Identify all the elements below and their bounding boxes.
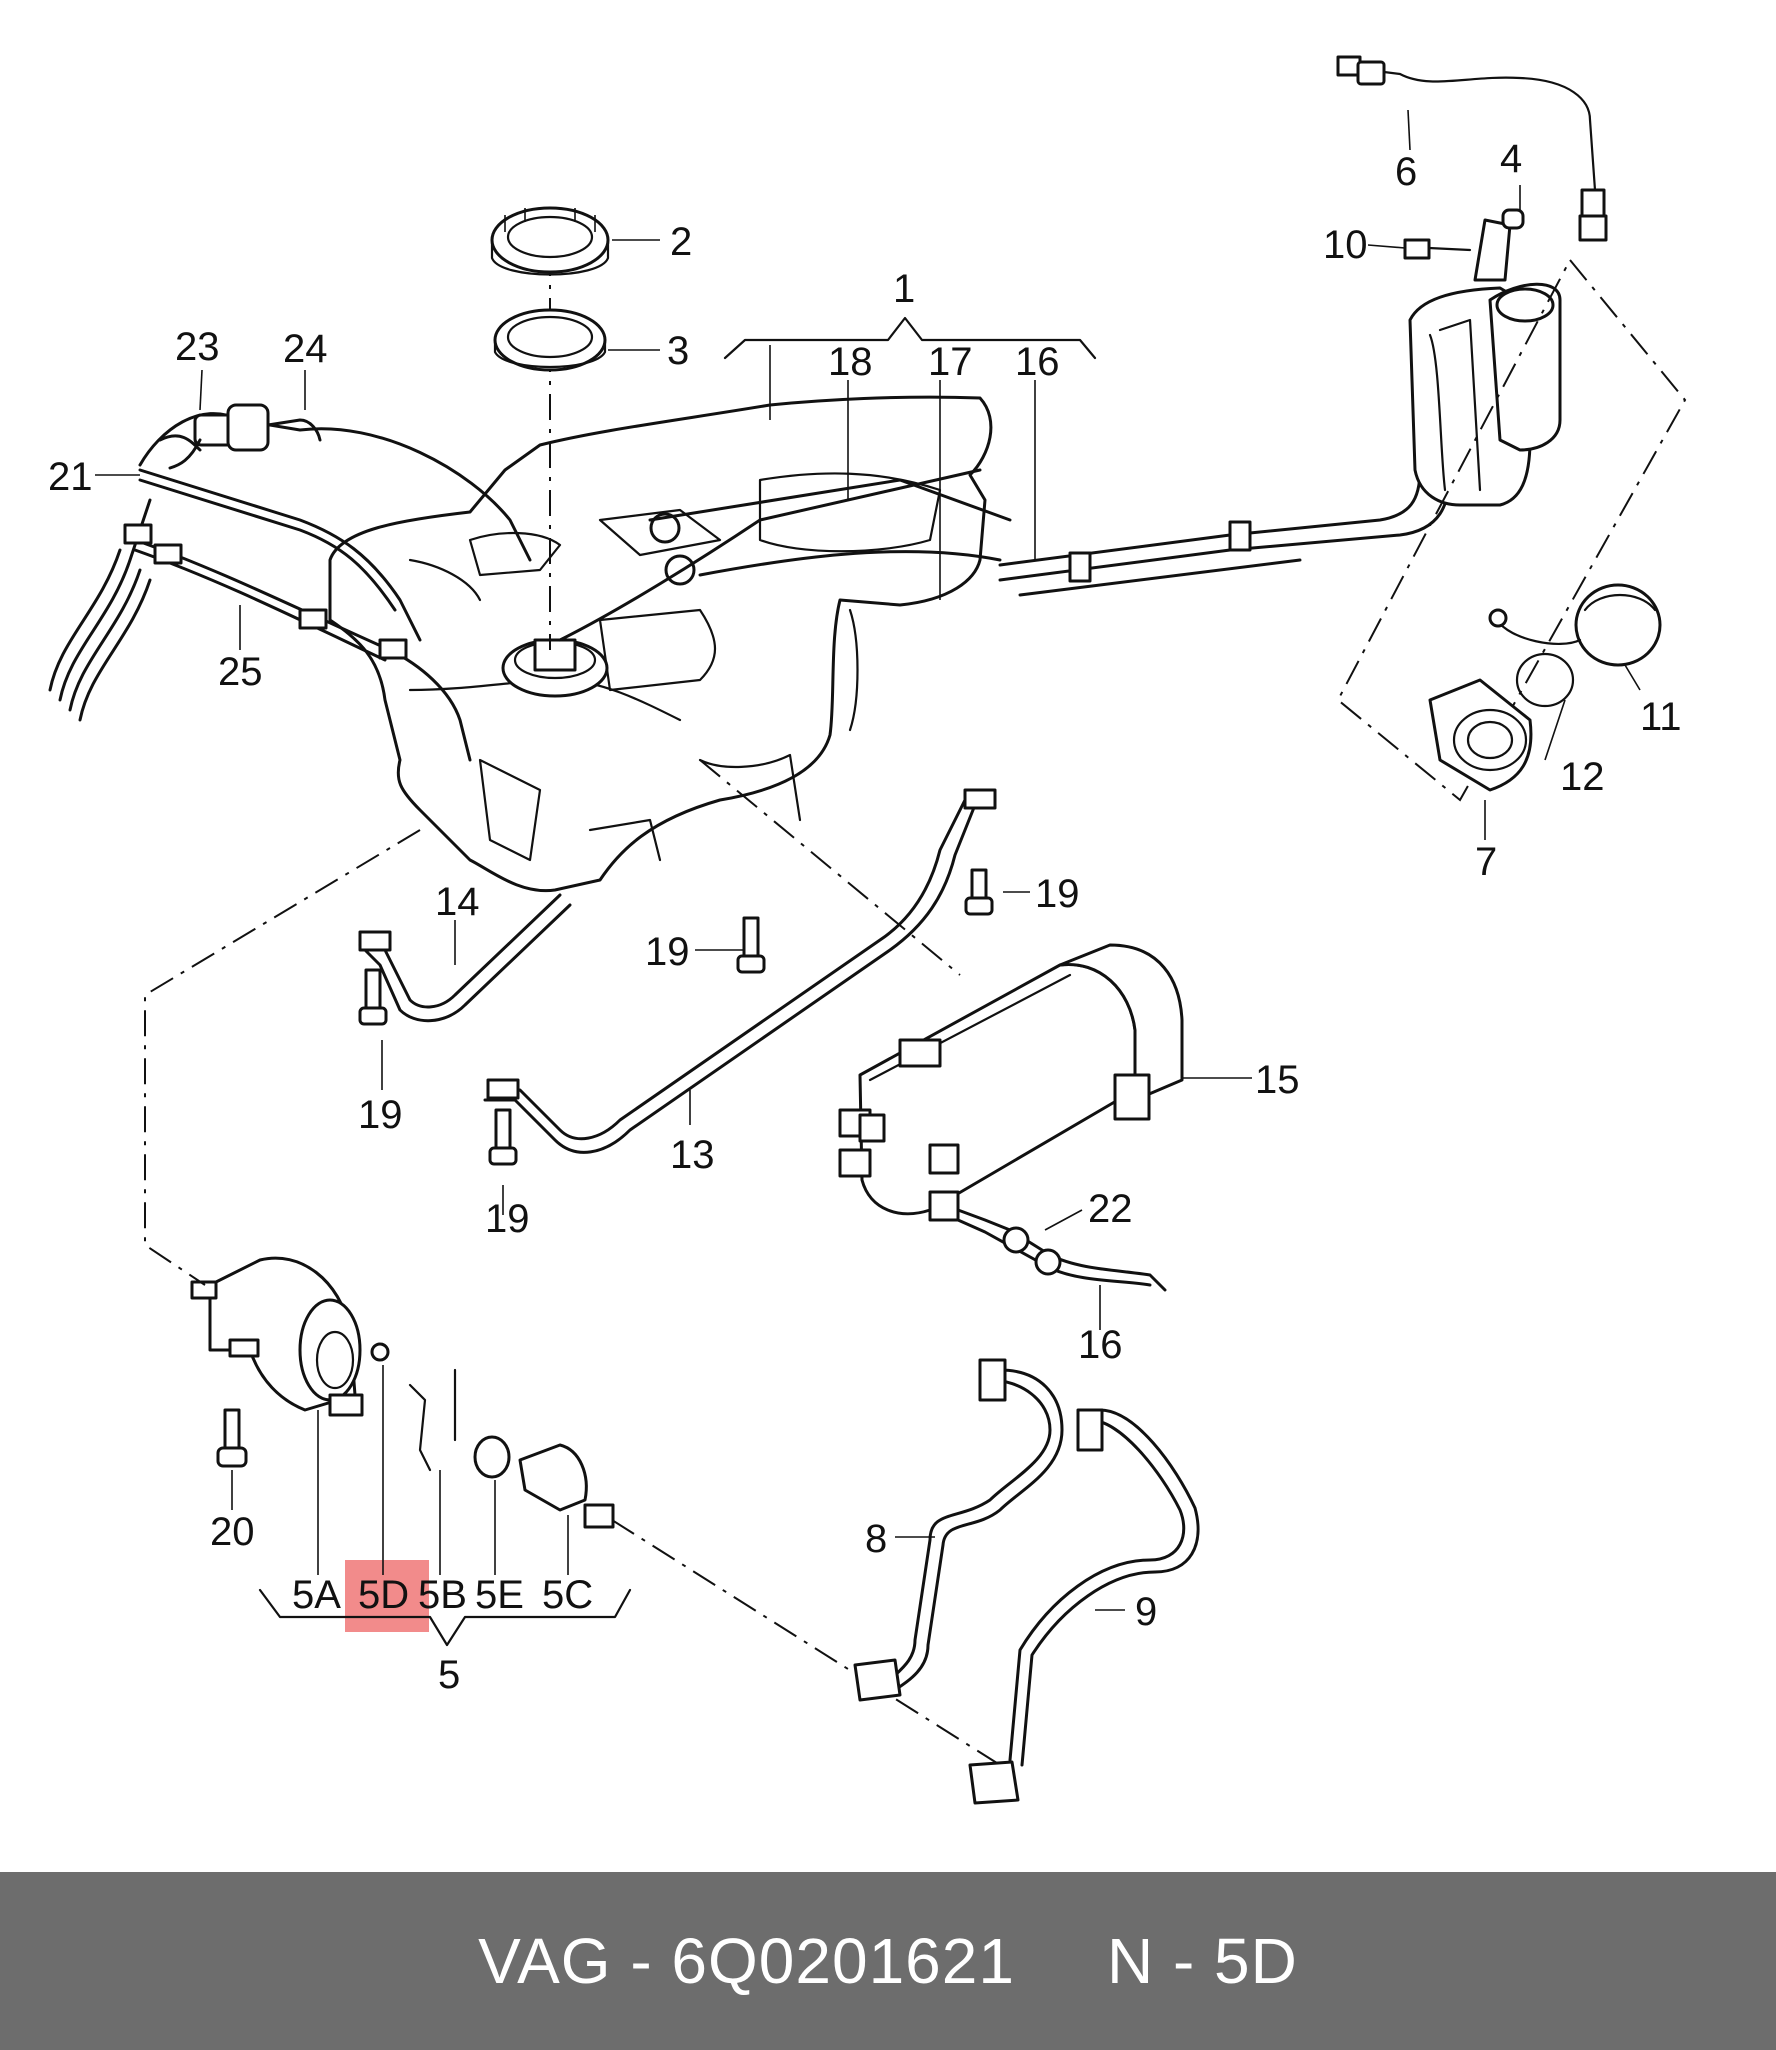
fuel-hose-8 xyxy=(853,1358,1064,1702)
callout-5: 5 xyxy=(438,1653,460,1697)
callout-10: 10 xyxy=(1323,223,1368,267)
callout-4: 4 xyxy=(1500,137,1522,181)
callout-5B: 5B xyxy=(418,1573,467,1617)
callout-1: 1 xyxy=(893,267,915,311)
callout-15: 15 xyxy=(1255,1058,1300,1102)
callout-7: 7 xyxy=(1475,840,1497,884)
position-code-text: N - 5D xyxy=(1106,1925,1298,1997)
callout-23: 23 xyxy=(175,325,220,369)
callout-19-lower: 19 xyxy=(485,1197,530,1241)
callout-12: 12 xyxy=(1560,755,1605,799)
callout-13: 13 xyxy=(670,1133,715,1177)
group-1-bracket xyxy=(723,316,1097,360)
callout-14: 14 xyxy=(435,880,480,924)
callout-16-upper: 16 xyxy=(1015,340,1060,384)
callout-16-lower: 16 xyxy=(1078,1323,1123,1367)
callout-11: 11 xyxy=(1640,695,1682,739)
filler-cap xyxy=(1428,583,1662,792)
bolt-20 xyxy=(216,1408,248,1468)
callout-labels: 2 3 1 18 17 16 6 4 10 23 24 21 25 11 12 … xyxy=(48,137,1682,1697)
callout-17: 17 xyxy=(928,340,973,384)
bolt-19-d xyxy=(964,868,994,916)
locking-ring xyxy=(490,206,610,276)
filler-pipes xyxy=(998,328,1457,597)
callout-19-right: 19 xyxy=(1035,872,1080,916)
fuel-tank xyxy=(328,395,993,893)
callout-24: 24 xyxy=(283,327,328,371)
leader-lines xyxy=(95,109,1641,1611)
tank-strap-13 xyxy=(483,788,997,1154)
wiring-harness xyxy=(1336,55,1608,242)
callout-25: 25 xyxy=(218,650,263,694)
fuel-filter-assembly xyxy=(190,1256,615,1529)
bolt-19-c xyxy=(736,916,766,974)
fuel-hose-9 xyxy=(968,1408,1200,1805)
fuel-lines-left xyxy=(48,412,1012,762)
callout-18: 18 xyxy=(828,340,873,384)
callout-9: 9 xyxy=(1135,1590,1157,1634)
callout-5C: 5C xyxy=(542,1573,593,1617)
highlight-5d-box xyxy=(345,1560,429,1632)
callout-8: 8 xyxy=(865,1517,887,1561)
parts-diagram: 2 3 1 18 17 16 6 4 10 23 24 21 25 11 12 … xyxy=(48,55,1687,1805)
callout-22: 22 xyxy=(1088,1187,1133,1231)
bracket-bolt xyxy=(1403,208,1525,282)
carbon-canister xyxy=(838,943,1184,1222)
part-number-footer: VAG - 6Q0201621 N - 5D xyxy=(0,1872,1776,2050)
part-number-text: VAG - 6Q0201621 xyxy=(478,1925,1015,1997)
callout-21: 21 xyxy=(48,455,93,499)
vent-hose-16 xyxy=(956,1208,1167,1292)
callout-19-left: 19 xyxy=(358,1093,403,1137)
callout-19-middle: 19 xyxy=(645,930,690,974)
callout-2: 2 xyxy=(670,220,692,264)
callout-20: 20 xyxy=(210,1510,255,1554)
group-5-bracket xyxy=(258,1588,632,1647)
callout-5D: 5D xyxy=(358,1573,409,1617)
tank-strap-14 xyxy=(358,893,572,1023)
callout-6: 6 xyxy=(1395,150,1417,194)
bolt-19-b xyxy=(488,1108,518,1166)
callout-5A: 5A xyxy=(292,1573,341,1617)
seal-ring xyxy=(493,308,607,372)
fuel-pump-small xyxy=(168,403,322,470)
filler-neck xyxy=(1408,282,1562,507)
callout-5E: 5E xyxy=(475,1573,524,1617)
bolt-19-a xyxy=(358,968,388,1026)
callout-3: 3 xyxy=(667,329,689,373)
